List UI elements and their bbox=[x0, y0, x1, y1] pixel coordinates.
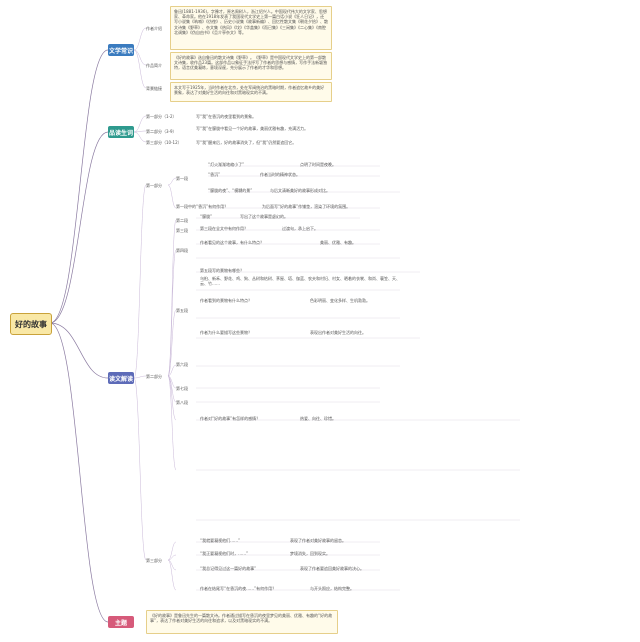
part2-s3-q: 第三段在全文中有何作用？ bbox=[200, 226, 248, 231]
part2-s2-a: 写出了这个故事是虚幻的。 bbox=[240, 214, 288, 219]
vocab-part3-text: 写“我”醒来后，好的故事消失了，但“我”仍然要追回它。 bbox=[196, 140, 297, 145]
theme-box: 《好的故事》是鲁迅先生的一篇散文诗。作者通过描写在昏沉的夜里梦见的美丽、优雅、有… bbox=[146, 610, 338, 634]
part2-s6-q: 作者看到的景物有什么特点？ bbox=[200, 298, 252, 303]
vocab-part2-text: 写“我”在朦胧中看见一个好的故事，美丽优雅有趣，充满活力。 bbox=[196, 126, 309, 131]
part2-s8-q: 作者对“好的故事”有怎样的感情？ bbox=[200, 416, 261, 421]
author-bg-text: 本文写于1925年，当时作者在北京，处在军阀统治的黑暗时期，作者追忆故乡的美好景… bbox=[174, 85, 325, 96]
author-works-text: 《好的故事》选自鲁迅的散文诗集《野草》。《野草》是中国现代文学史上的第一部散文诗… bbox=[174, 55, 328, 71]
part3-q3: “我总记得见过这一篇好的故事” bbox=[200, 566, 257, 571]
author-intro-box: 鲁迅(1881-1936)，字豫才，原名周树人，浙江绍兴人。中国现代伟大的文学家… bbox=[170, 6, 332, 50]
part1-q2: “昏沉” bbox=[208, 172, 221, 177]
author-bg-box: 本文写于1925年，当时作者在北京，处在军阀统治的黑暗时期，作者追忆故乡的美好景… bbox=[170, 82, 332, 102]
part2-section3[interactable]: 第三段 bbox=[176, 228, 188, 233]
part2-s4-a: 美丽、优雅、有趣。 bbox=[320, 240, 356, 245]
part2-section6[interactable]: 第六段 bbox=[176, 362, 188, 367]
theme-text: 《好的故事》是鲁迅先生的一篇散文诗。作者通过描写在昏沉的夜里梦见的美丽、优雅、有… bbox=[150, 613, 333, 624]
section-author[interactable]: 文学常识 bbox=[108, 44, 134, 56]
part1-q4: 第一段中的“昏沉”有何作用？ bbox=[176, 204, 229, 209]
vocab-part3-label[interactable]: 第三部分（10-12） bbox=[146, 140, 182, 145]
part3-a1: 表现了作者对美好故事的留恋。 bbox=[290, 538, 346, 543]
part1-q1: “灯火渐渐地缩小了” bbox=[208, 162, 245, 167]
reading-part1-label[interactable]: 第一部分 bbox=[146, 183, 162, 188]
author-works-box: 《好的故事》选自鲁迅的散文诗集《野草》。《野草》是中国现代文学史上的第一部散文诗… bbox=[170, 52, 332, 80]
part2-s8-a: 热爱、向往、珍惜。 bbox=[300, 416, 336, 421]
vocab-part2-label[interactable]: 第二部分（3-9） bbox=[146, 129, 177, 134]
part2-s6-a: 色彩明丽、变化多样、生机勃勃。 bbox=[310, 298, 370, 303]
part2-s5-a: 乌桕、新禾、野花、鸡、狗、丛树和枯树、茅屋、塔、伽蓝、农夫和村妇、村女、晒着的衣… bbox=[200, 276, 400, 287]
part2-s5-q: 第五段写的景物有哪些？ bbox=[200, 268, 244, 273]
part1-a2: 作者当时的精神状态。 bbox=[260, 172, 300, 177]
part2-section2[interactable]: 第二段 bbox=[176, 218, 188, 223]
author-bg-label[interactable]: 背景链接 bbox=[146, 86, 162, 91]
part2-s4-q: 作者看见的这个故事，有什么特点？ bbox=[200, 240, 264, 245]
section-reading[interactable]: 读文解读 bbox=[108, 372, 134, 384]
root-node[interactable]: 好的故事 bbox=[10, 313, 52, 335]
part2-section5[interactable]: 第五段 bbox=[176, 308, 188, 313]
reading-part3-label[interactable]: 第三部分 bbox=[146, 558, 162, 563]
part3-q2: “我正要凝视他们时，……” bbox=[200, 551, 249, 556]
vocab-part1-text: 写“我”在昏沉的夜里看到的景象。 bbox=[196, 114, 257, 119]
part3-a2: 梦境消失，回到现实。 bbox=[290, 551, 330, 556]
part2-s7-a: 表现出作者对美好生活的向往。 bbox=[310, 330, 366, 335]
part1-a4: 为后面写“好的故事”作铺垫，渲染了环境的氛围。 bbox=[262, 204, 351, 209]
part2-section7[interactable]: 第七段 bbox=[176, 386, 188, 391]
author-intro-label[interactable]: 作者介绍 bbox=[146, 26, 162, 31]
part2-s7-q: 作者为什么要描写这些景物？ bbox=[200, 330, 252, 335]
part3-q1: “我就要凝视他们……” bbox=[200, 538, 241, 543]
part1-q3: “朦胧的夜”、“模糊的景” bbox=[208, 188, 253, 193]
section-theme[interactable]: 主题 bbox=[108, 616, 134, 628]
author-works-label[interactable]: 作品简介 bbox=[146, 63, 162, 68]
vocab-part1-label[interactable]: 第一部分（1-2） bbox=[146, 114, 177, 119]
part2-section4[interactable]: 第四段 bbox=[176, 248, 188, 253]
part3-q4: 作者在结尾写“在昏沉的夜……”有何作用？ bbox=[200, 586, 277, 591]
part1-a3: 与后文清晰美好的故事形成对比。 bbox=[270, 188, 330, 193]
part3-a3: 表现了作者要追回美好故事的决心。 bbox=[300, 566, 364, 571]
part2-section8[interactable]: 第八段 bbox=[176, 400, 188, 405]
part2-s2-q: “朦胧” bbox=[200, 214, 213, 219]
author-intro-text: 鲁迅(1881-1936)，字豫才，原名周树人，浙江绍兴人。中国现代伟大的文学家… bbox=[174, 9, 328, 35]
part1-section1[interactable]: 第一段 bbox=[176, 176, 188, 181]
part1-a1: 点明了时间是夜晚。 bbox=[300, 162, 336, 167]
reading-part2-label[interactable]: 第二部分 bbox=[146, 374, 162, 379]
part3-a4: 与开头照应，结构完整。 bbox=[310, 586, 354, 591]
section-vocab[interactable]: 品读生词 bbox=[108, 126, 134, 138]
part2-s3-a: 过渡句，承上启下。 bbox=[282, 226, 318, 231]
